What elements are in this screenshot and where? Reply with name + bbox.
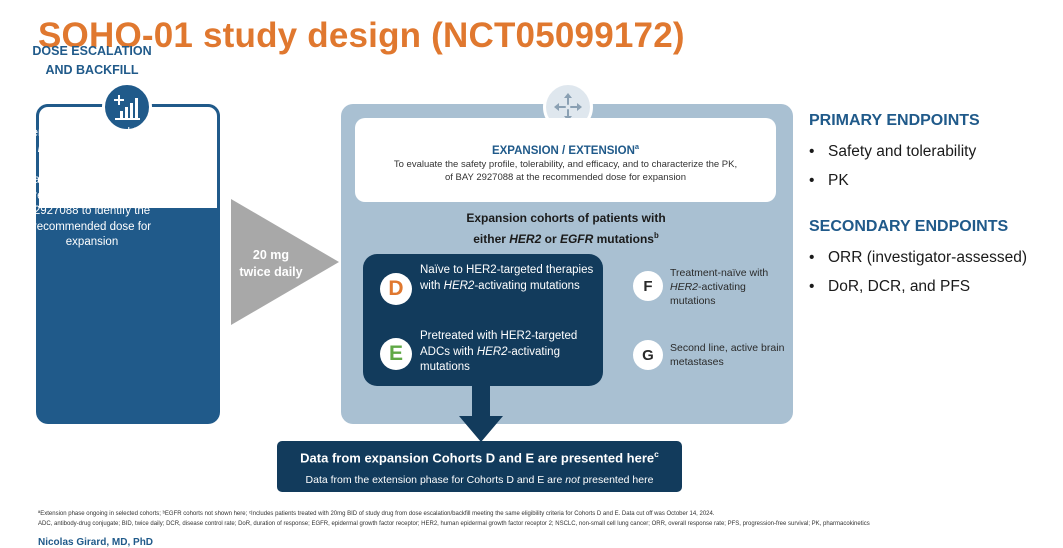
- primary-endpoints-heading: PRIMARY ENDPOINTS: [809, 112, 980, 129]
- expansion-description: To evaluate the safety profile, tolerabi…: [375, 158, 756, 184]
- cohort-d-badge: D: [380, 273, 412, 305]
- dose-escalation-treatment: Patients were treated with increasing or…: [18, 174, 166, 248]
- primary-endpoints-list: •Safety and tolerability •PK: [809, 137, 976, 195]
- slide-title: SOHO-01 study design (NCT05099172): [38, 16, 685, 55]
- dose-escalation-title-line2: AND BACKFILL: [45, 63, 139, 77]
- expansion-title: EXPANSION / EXTENSIONa: [491, 142, 640, 157]
- expansion-description-line1: To evaluate the safety profile, tolerabi…: [393, 159, 738, 170]
- expansion-description-line2: of BAY 2927088 at the recommended dose f…: [444, 172, 686, 183]
- cohort-g-description: Second line, active brain metastases: [670, 342, 785, 368]
- secondary-endpoints-heading: SECONDARY ENDPOINTS: [809, 218, 1009, 235]
- dose-escalation-population: Patients with advanced NSCLC with HER2 o…: [11, 127, 173, 155]
- secondary-endpoints-list: •ORR (investigator-assessed) •DoR, DCR, …: [809, 243, 1027, 301]
- cohort-g-badge: G: [633, 340, 663, 370]
- expansion-objective-box: [355, 118, 776, 202]
- cohort-f-badge: F: [633, 271, 663, 301]
- list-item: •Safety and tolerability: [809, 143, 977, 160]
- list-item: •DoR, DCR, and PFS: [809, 278, 971, 295]
- footnote-definitions: ªExtension phase ongoing in selected coh…: [38, 511, 715, 517]
- dose-escalation-body: Patients with advanced NSCLC with HER2 o…: [10, 126, 174, 267]
- dose-label-line1: 20 mg: [252, 248, 290, 262]
- data-presented-subtitle: Data from the extension phase for Cohort…: [305, 474, 654, 486]
- list-item: •PK: [809, 172, 849, 189]
- cohort-d-description: Naïve to HER2-targeted therapies with HE…: [420, 264, 594, 292]
- data-presented-box: [277, 441, 682, 492]
- cohort-e-badge: E: [380, 338, 412, 370]
- cohort-f-description: Treatment-naïve with HER2-activating mut…: [670, 267, 769, 307]
- down-arrow-shape: [459, 386, 503, 442]
- dose-escalation-title-line1: DOSE ESCALATION: [32, 44, 152, 58]
- presenter-name: Nicolas Girard, MD, PhD: [38, 537, 154, 548]
- dose-arrow-shape: [231, 199, 339, 325]
- list-item: •ORR (investigator-assessed): [809, 249, 1027, 266]
- dose-label-line2: twice daily: [239, 265, 303, 279]
- chart-plus-icon: [102, 82, 152, 132]
- cohorts-heading-line1: Expansion cohorts of patients with: [466, 211, 666, 225]
- cohorts-heading-line2: either HER2 or EGFR mutationsb: [473, 231, 659, 246]
- cohorts-heading: Expansion cohorts of patients with eithe…: [420, 210, 712, 248]
- dose-escalation-panel: [36, 104, 220, 424]
- cohort-e-description: Pretreated with HER2-targeted ADCs with …: [420, 330, 578, 373]
- footnote-abbreviations: ADC, antibody-drug conjugate; BID, twice…: [38, 521, 870, 527]
- dose-label: 20 mg twice daily: [232, 247, 310, 281]
- data-presented-title: Data from expansion Cohorts D and E are …: [300, 449, 659, 466]
- dose-escalation-title: DOSE ESCALATION AND BACKFILL: [0, 42, 184, 80]
